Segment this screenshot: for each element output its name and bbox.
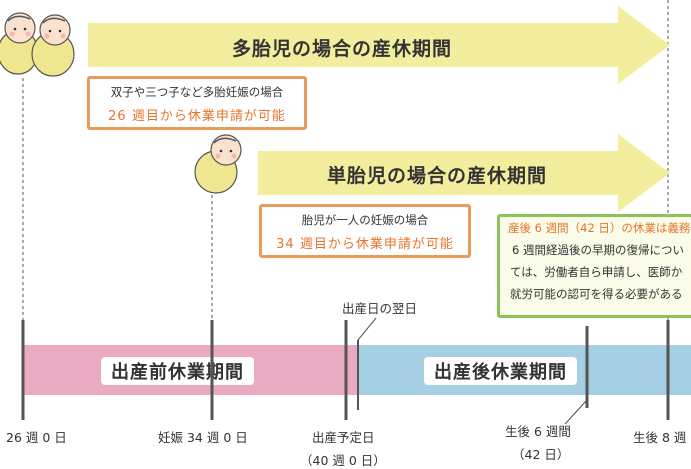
postnatal-bar-extension — [668, 345, 691, 395]
multiple-info-line1: 双子や三つ子など多胎妊娠の場合 — [110, 85, 284, 99]
baby-icon — [194, 134, 242, 194]
postpartum-note-line4: 就労可能の認可を得る必要がある — [510, 287, 683, 301]
day-after-pointer — [357, 317, 377, 341]
six-weeks-label: 生後 6 週間 — [505, 424, 571, 439]
single-arrow-label: 単胎児の場合の産休期間 — [327, 165, 548, 187]
multiple-info-line2: 26 週目から休業申請が可能 — [108, 109, 286, 124]
postpartum-note-line3: ては、労働者自ら申請し、医師か — [510, 265, 683, 279]
baby-icon — [31, 14, 75, 77]
multiple-info-box: 双子や三つ子など多胎妊娠の場合 26 週目から休業申請が可能 — [87, 76, 307, 130]
week34-label: 妊娠 34 週 0 日 — [158, 430, 248, 445]
postnatal-bar-label: 出産後休業期間 — [424, 357, 577, 385]
eight-weeks-label: 生後 8 週 — [633, 430, 687, 445]
multiple-arrow-label: 多胎児の場合の産休期間 — [232, 38, 453, 60]
single-info-line1: 胎児が一人の妊娠の場合 — [301, 213, 429, 227]
postpartum-note-line2: 6 週間経過後の早期の復帰につい — [512, 243, 684, 257]
prenatal-bar-label: 出産前休業期間 — [101, 357, 254, 385]
single-info-line2: 34 週目から休業申請が可能 — [276, 237, 454, 252]
six-weeks-sub-label: （42 日） — [512, 447, 570, 462]
postpartum-note-box: 産後 6 週間（42 日）の休業は義務 6 週間経過後の早期の復帰につい ては、… — [497, 214, 691, 318]
due-date-label: 出産予定日 — [312, 430, 375, 445]
week26-label: 26 週 0 日 — [6, 430, 67, 445]
multiple-arrow — [88, 6, 670, 84]
single-arrow — [258, 134, 670, 212]
postpartum-note-title: 産後 6 週間（42 日）の休業は義務 — [508, 221, 691, 235]
day-after-birth-label: 出産日の翌日 — [342, 301, 418, 316]
single-info-box: 胎児が一人の妊娠の場合 34 週目から休業申請が可能 — [259, 204, 471, 258]
six-weeks-pointer — [564, 399, 588, 425]
